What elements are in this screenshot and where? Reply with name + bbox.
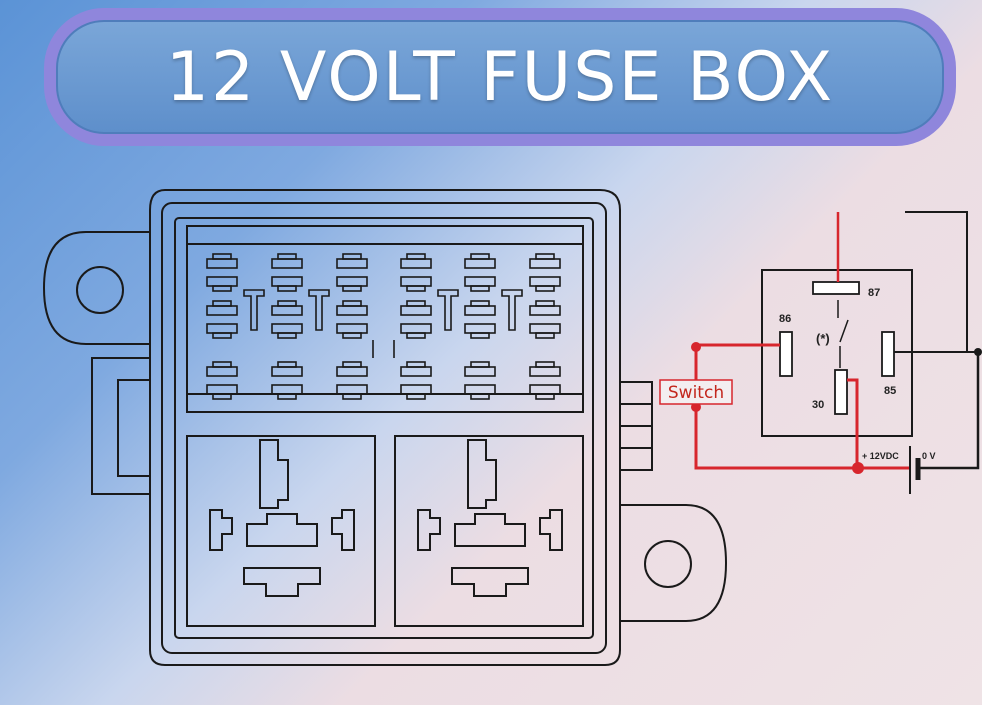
fuse-slot <box>464 300 496 339</box>
right-mount-hole <box>644 540 692 588</box>
box-shell-outer <box>149 189 621 666</box>
load-wire <box>905 211 968 352</box>
left-clip-inner <box>117 379 151 477</box>
socket-compartment-right <box>394 435 584 627</box>
fuse-slot <box>400 253 432 292</box>
fuse-slot <box>464 361 496 400</box>
switch-label: Switch <box>668 383 724 403</box>
relay-pin-85 <box>881 331 895 377</box>
pin-85-label: 85 <box>884 385 896 397</box>
fuse-slot <box>206 361 238 400</box>
fuse-panel-inner <box>186 243 584 395</box>
box-shell-inner <box>161 202 607 654</box>
fuse-slot <box>464 253 496 292</box>
relay-pin-30 <box>834 369 848 415</box>
socket-left <box>209 439 355 597</box>
fuse-slot <box>271 361 303 400</box>
right-mounting-tab <box>620 504 728 622</box>
fuse-slot <box>529 253 561 292</box>
fuse-slot <box>271 253 303 292</box>
ground-wire <box>920 352 980 470</box>
fuse-slot <box>206 253 238 292</box>
relay-pin-86 <box>779 331 793 377</box>
fuse-slot <box>529 300 561 339</box>
socket-compartment-left <box>186 435 376 627</box>
fuse-slots <box>206 253 561 400</box>
switch-terminal-top <box>691 342 701 352</box>
title-banner: 12 VOLT FUSE BOX <box>44 8 956 146</box>
fuse-slot <box>336 253 368 292</box>
pin-87-label: 87 <box>868 287 880 299</box>
relay-pin-87 <box>812 281 860 295</box>
fuse-box <box>42 189 728 666</box>
fuse-slot <box>206 300 238 339</box>
fuse-bus-bars <box>243 289 523 358</box>
pin-86-label: 86 <box>779 313 791 325</box>
supply-junction-dot <box>852 462 864 474</box>
fuse-panel <box>186 225 584 413</box>
pin-30-label: 30 <box>812 399 824 411</box>
relay-contact-blade <box>839 319 849 343</box>
fuse-slot <box>400 300 432 339</box>
page-title: 12 VOLT FUSE BOX <box>165 37 835 117</box>
supply-positive-label: + 12VDC <box>862 451 899 461</box>
title-banner-inner: 12 VOLT FUSE BOX <box>56 20 944 134</box>
supply-ground-label: 0 V <box>922 451 936 461</box>
relay-diagram: Switch 87 86 85 30 (*) + 12VDC 0 V <box>659 211 982 494</box>
pin30-wire <box>847 378 909 470</box>
fuse-slot <box>271 300 303 339</box>
fuse-slot <box>529 361 561 400</box>
left-mount-hole <box>76 266 124 314</box>
fuse-slot <box>400 361 432 400</box>
contact-symbol-label: (*) <box>816 331 830 346</box>
socket-right <box>417 439 563 597</box>
switch-supply-wire <box>694 398 860 470</box>
left-clip <box>91 357 151 495</box>
switch-box <box>659 379 733 405</box>
fuse-slot <box>336 300 368 339</box>
left-mounting-tab <box>42 231 150 345</box>
box-shell-core <box>174 217 594 639</box>
fuse-slot <box>336 361 368 400</box>
pin86-wire <box>694 343 780 385</box>
